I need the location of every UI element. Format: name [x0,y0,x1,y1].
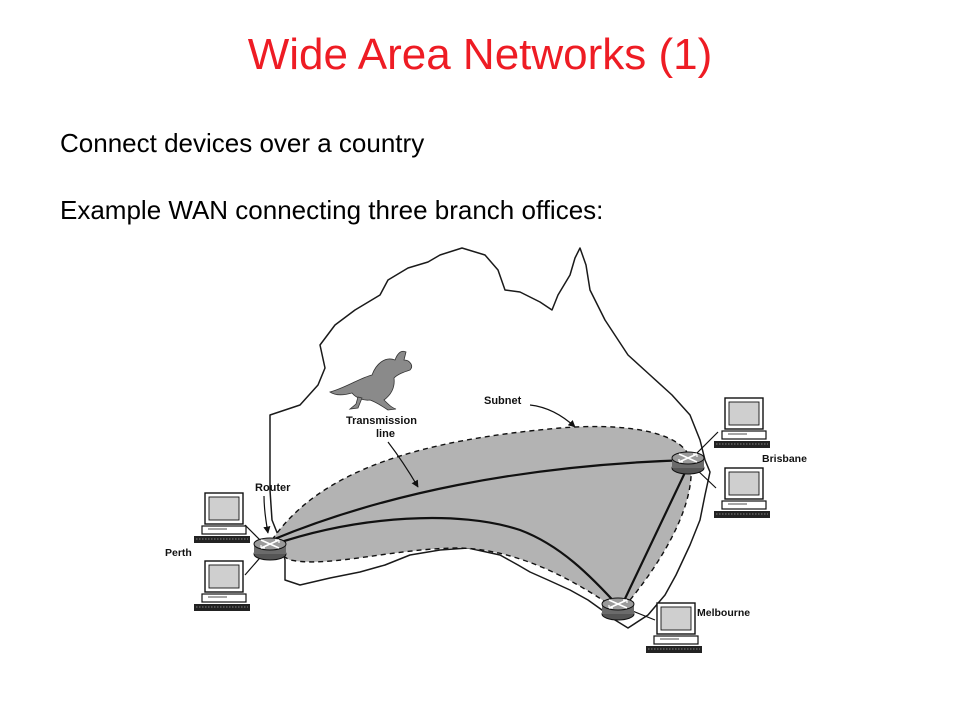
bullet-example-wan: Example WAN connecting three branch offi… [60,195,604,225]
computer-icon [193,560,251,612]
router-icon [253,537,287,561]
label-brisbane: Brisbane [762,453,807,465]
australia-outline [269,247,711,629]
label-transmission: Transmission [346,415,417,427]
wan-diagram: Subnet Transmission line Router Perth Br… [165,247,807,654]
label-perth: Perth [165,547,192,559]
router-icon [671,451,705,475]
label-melbourne: Melbourne [697,607,750,619]
subnet-leader-line [529,404,576,428]
bullet-connect-devices: Connect devices over a country [60,128,425,158]
line-perth-melbourne [271,516,621,609]
label-transmission-line: line [376,428,395,440]
link-brisbane-pc-1 [694,431,719,456]
computer-icon [193,492,251,544]
computer-icon [713,397,771,449]
transmission-leader-line [387,441,419,488]
line-perth-brisbane [271,458,691,542]
link-melbourne-pc [629,609,656,621]
subnet-region [271,425,692,613]
label-subnet: Subnet [484,395,522,407]
label-router: Router [255,482,291,494]
router-icon [601,597,635,621]
slide-title: Wide Area Networks (1) [247,30,713,79]
computer-icon [713,467,771,519]
kangaroo-icon [329,350,412,411]
router-leader-line [263,495,271,534]
computer-icon [645,602,703,654]
line-brisbane-melbourne [621,461,691,606]
